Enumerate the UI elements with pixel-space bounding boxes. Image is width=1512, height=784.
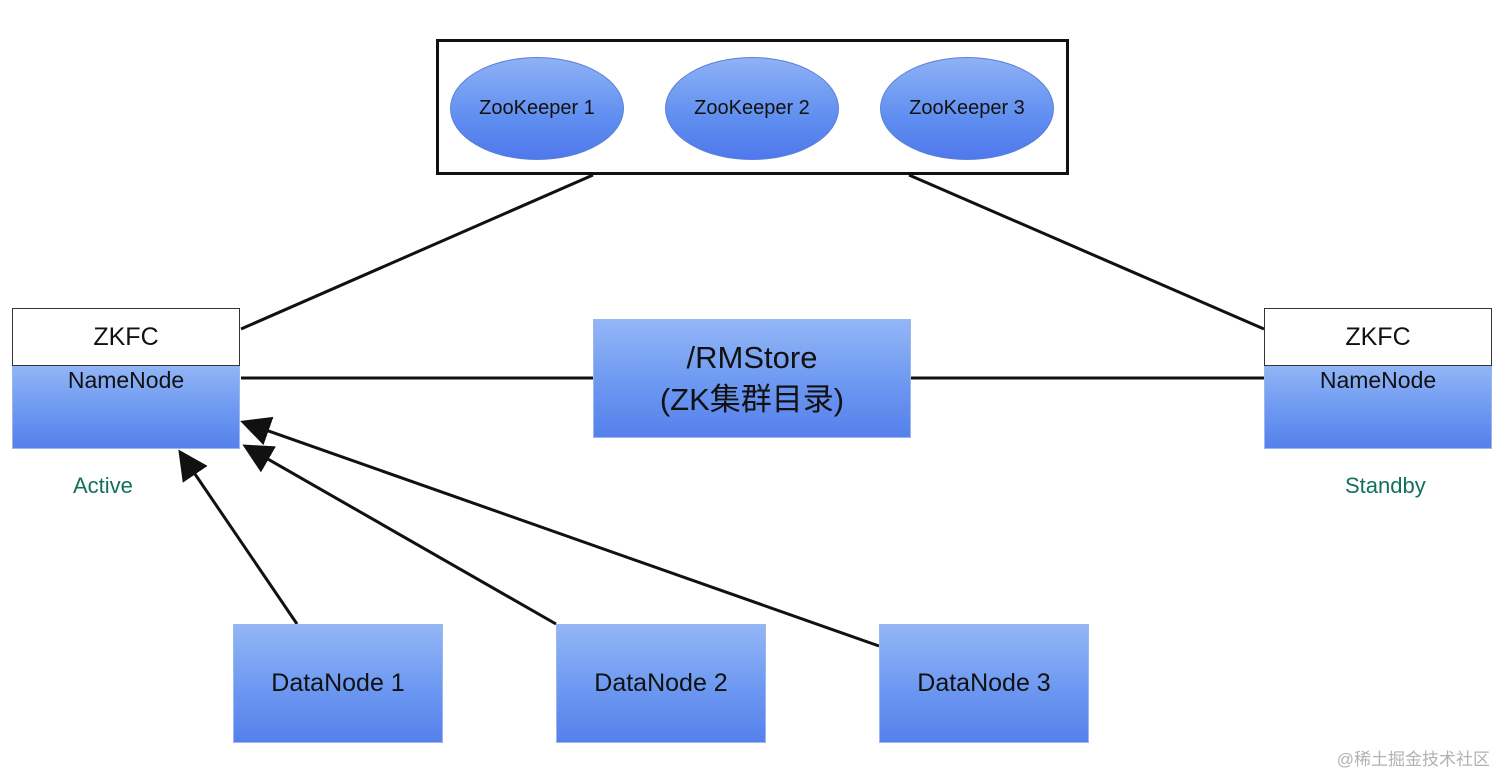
right-zkfc-box: ZKFC [1264, 308, 1492, 366]
watermark: @稀土掘金技术社区 [1336, 750, 1490, 769]
datanode-1-arrow [178, 449, 299, 625]
datanode-2-arrow [242, 444, 557, 626]
active-label: Active [73, 473, 133, 498]
datanode-3-arrow [240, 416, 880, 648]
zk-to-left-zkfc-line [240, 173, 594, 331]
right-namenode-box: NameNode [1264, 366, 1492, 449]
zookeeper-node-3: ZooKeeper 3 [880, 57, 1054, 160]
right-ha-node: ZKFC NameNode [1264, 308, 1492, 449]
rmstore-box: /RMStore (ZK集群目录) [593, 319, 911, 438]
zookeeper-cluster: ZooKeeper 1 ZooKeeper 2 ZooKeeper 3 [436, 39, 1069, 175]
datanode-1-box: DataNode 1 [233, 624, 443, 743]
rmstore-title: /RMStore [686, 339, 818, 375]
datanode-3-box: DataNode 3 [879, 624, 1089, 743]
zookeeper-node-2: ZooKeeper 2 [665, 57, 839, 160]
zookeeper-node-1: ZooKeeper 1 [450, 57, 624, 160]
standby-label: Standby [1345, 473, 1426, 498]
rmstore-subtitle: (ZK集群目录) [659, 381, 845, 417]
left-zkfc-box: ZKFC [12, 308, 240, 366]
zk-to-right-zkfc-line [908, 173, 1265, 331]
datanode-2-box: DataNode 2 [556, 624, 766, 743]
left-namenode-box: NameNode [12, 366, 240, 449]
left-ha-node: ZKFC NameNode [12, 308, 240, 449]
